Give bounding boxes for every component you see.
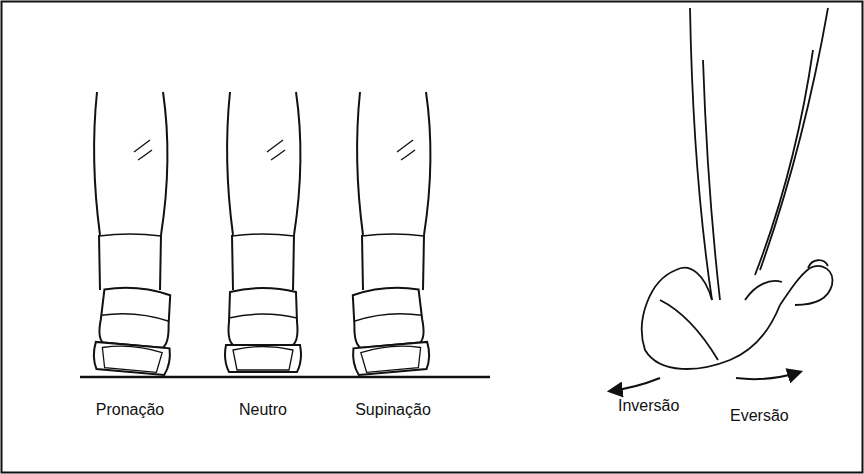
eversion-arrow bbox=[736, 372, 800, 379]
foot-rear-view bbox=[642, 8, 833, 369]
position-label: Inversão bbox=[618, 396, 679, 415]
position-label: Pronação bbox=[96, 400, 165, 419]
position-label: Supinação bbox=[355, 400, 431, 419]
ground-line bbox=[80, 376, 490, 379]
inversion-arrow bbox=[610, 378, 660, 391]
position-label: Neutro bbox=[239, 400, 287, 419]
position-label: Eversão bbox=[730, 406, 789, 425]
